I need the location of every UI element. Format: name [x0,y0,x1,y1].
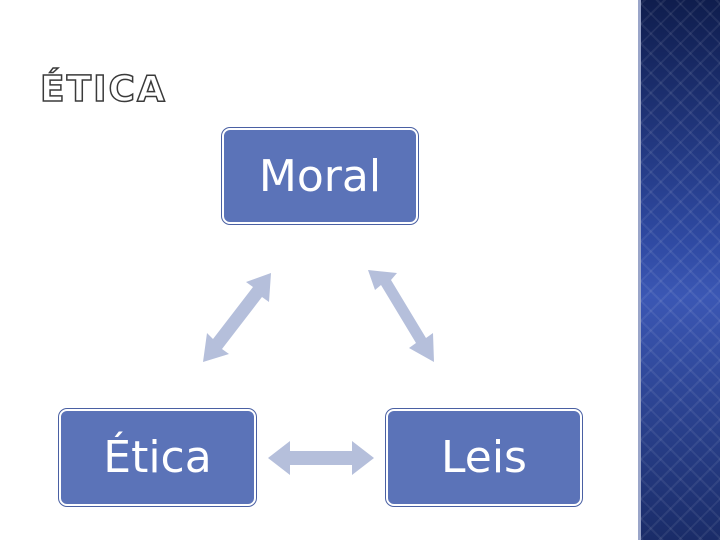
node-etica: Ética [59,409,256,506]
node-leis: Leis [386,409,582,506]
node-moral: Moral [222,128,418,224]
side-panel-edge [638,0,641,540]
slide-title: ÉTICA [39,69,167,110]
arrow-moral-etica [203,273,271,362]
decorative-side-panel [641,0,720,540]
arrow-etica-leis [268,441,374,475]
arrow-moral-leis [368,270,434,362]
